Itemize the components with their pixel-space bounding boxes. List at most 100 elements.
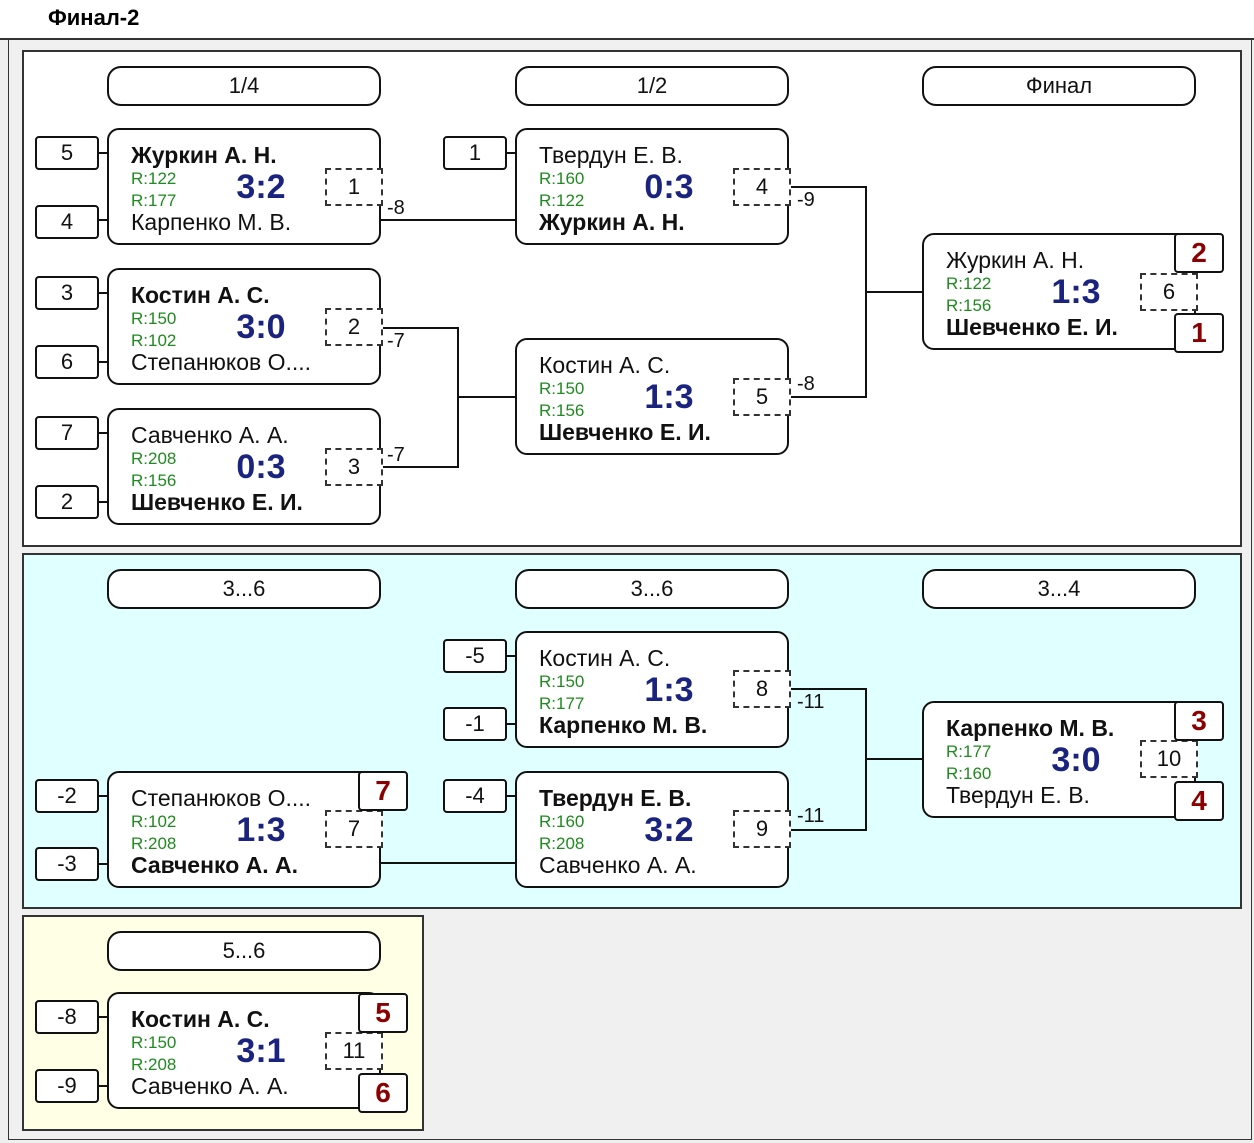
seed-box: -8 <box>35 1000 99 1034</box>
match-score: 0:3 <box>644 168 694 206</box>
player-2-rating: R:208 <box>539 834 585 853</box>
player-2-name: Твердун Е. В. <box>946 782 1090 808</box>
loser-destination: -7 <box>387 330 405 352</box>
match-score: 3:0 <box>1051 741 1101 779</box>
player-2-name: Степанюков О.... <box>131 349 312 375</box>
seed-box: -5 <box>443 639 507 673</box>
player-1-name: Журкин А. Н. <box>946 247 1085 273</box>
place-badge: 6 <box>358 1073 408 1113</box>
player-1-rating: R:160 <box>539 169 585 188</box>
loser-destination: -11 <box>797 805 825 827</box>
player-2-name: Карпенко М. В. <box>131 209 292 235</box>
match-score: 3:2 <box>236 168 286 206</box>
seed-box: 4 <box>35 205 99 239</box>
player-2-rating: R:102 <box>131 331 177 350</box>
loser-destination: -8 <box>797 373 815 395</box>
seed-box: -4 <box>443 779 507 813</box>
match-card-10[interactable]: Карпенко М. В. R:177 R:160 3:0 Твердун Е… <box>922 701 1196 818</box>
page-title: Финал-2 <box>48 5 140 30</box>
player-2-name: Шевченко Е. И. <box>131 489 303 515</box>
player-1-rating: R:150 <box>539 672 585 691</box>
player-1-rating: R:102 <box>131 812 177 831</box>
player-1-rating: R:122 <box>946 274 992 293</box>
player-1-name: Костин А. С. <box>539 352 671 378</box>
round-header-5-6: 5...6 <box>107 931 381 971</box>
player-2-rating: R:177 <box>539 694 585 713</box>
match-number: 3 <box>325 448 383 486</box>
loser-destination: -8 <box>387 197 405 219</box>
player-1-rating: R:177 <box>946 742 992 761</box>
match-number: 10 <box>1140 740 1198 778</box>
player-2-rating: R:156 <box>539 401 585 420</box>
place-badge: 4 <box>1174 781 1224 821</box>
player-1-name: Костин А. С. <box>131 282 270 308</box>
place-badge: 3 <box>1174 701 1224 741</box>
seed-box: -3 <box>35 847 99 881</box>
player-2-rating: R:177 <box>131 191 177 210</box>
seed-box: 6 <box>35 345 99 379</box>
round-header-semifinal: 1/2 <box>515 66 789 106</box>
player-2-rating: R:208 <box>131 1055 177 1074</box>
round-header-3-6: 3...6 <box>515 569 789 609</box>
seed-box: 7 <box>35 416 99 450</box>
player-2-rating: R:156 <box>131 471 177 490</box>
match-number: 6 <box>1140 273 1198 311</box>
title-bar: Финал-2 <box>0 0 1254 40</box>
loser-destination: -7 <box>387 444 405 466</box>
seed-box: 5 <box>35 136 99 170</box>
loser-destination: -9 <box>797 189 815 211</box>
final-place-badge: 1 <box>1174 313 1224 353</box>
player-2-name: Шевченко Е. И. <box>946 314 1118 340</box>
player-2-name: Савченко А. А. <box>539 852 697 878</box>
match-score: 3:1 <box>236 1032 286 1070</box>
player-2-rating: R:122 <box>539 191 585 210</box>
seed-box: -2 <box>35 779 99 813</box>
player-2-name: Савченко А. А. <box>131 1073 289 1099</box>
match-card-6[interactable]: Журкин А. Н. R:122 R:156 1:3 Шевченко Е.… <box>922 233 1196 350</box>
match-score: 1:3 <box>644 378 694 416</box>
player-2-name: Журкин А. Н. <box>539 209 685 235</box>
player-2-rating: R:208 <box>131 834 177 853</box>
match-score: 0:3 <box>236 448 286 486</box>
seed-box: 1 <box>443 136 507 170</box>
seed-box: 3 <box>35 276 99 310</box>
player-2-name: Шевченко Е. И. <box>539 419 711 445</box>
match-number: 4 <box>733 168 791 206</box>
round-header-final: Финал <box>922 66 1196 106</box>
player-2-rating: R:156 <box>946 296 992 315</box>
match-score: 1:3 <box>236 811 286 849</box>
final-place-badge: 2 <box>1174 233 1224 273</box>
match-score: 1:3 <box>644 671 694 709</box>
match-score: 3:0 <box>236 308 286 346</box>
player-1-name: Твердун Е. В. <box>539 785 692 811</box>
round-header-3-4: 3...4 <box>922 569 1196 609</box>
player-1-name: Савченко А. А. <box>131 422 289 448</box>
match-number: 7 <box>325 810 383 848</box>
round-header-3-6: 3...6 <box>107 569 381 609</box>
player-1-rating: R:150 <box>131 1033 177 1052</box>
match-score: 1:3 <box>1051 273 1101 311</box>
place-badge: 7 <box>358 771 408 811</box>
player-1-rating: R:150 <box>131 309 177 328</box>
player-2-name: Савченко А. А. <box>131 852 299 878</box>
match-number: 9 <box>733 810 791 848</box>
player-1-rating: R:208 <box>131 449 177 468</box>
match-number: 8 <box>733 670 791 708</box>
match-score: 3:2 <box>644 811 694 849</box>
player-2-name: Карпенко М. В. <box>539 712 708 738</box>
player-1-name: Костин А. С. <box>131 1006 270 1032</box>
match-number: 2 <box>325 308 383 346</box>
seed-box: -9 <box>35 1069 99 1103</box>
place-badge: 5 <box>358 993 408 1033</box>
player-1-name: Журкин А. Н. <box>131 142 277 168</box>
player-1-name: Костин А. С. <box>539 645 671 671</box>
match-number: 5 <box>733 378 791 416</box>
player-1-rating: R:150 <box>539 379 585 398</box>
seed-box: -1 <box>443 707 507 741</box>
player-1-rating: R:160 <box>539 812 585 831</box>
player-1-name: Степанюков О.... <box>131 785 312 811</box>
player-1-name: Твердун Е. В. <box>539 142 683 168</box>
loser-destination: -11 <box>797 691 825 713</box>
match-number: 11 <box>325 1032 383 1070</box>
